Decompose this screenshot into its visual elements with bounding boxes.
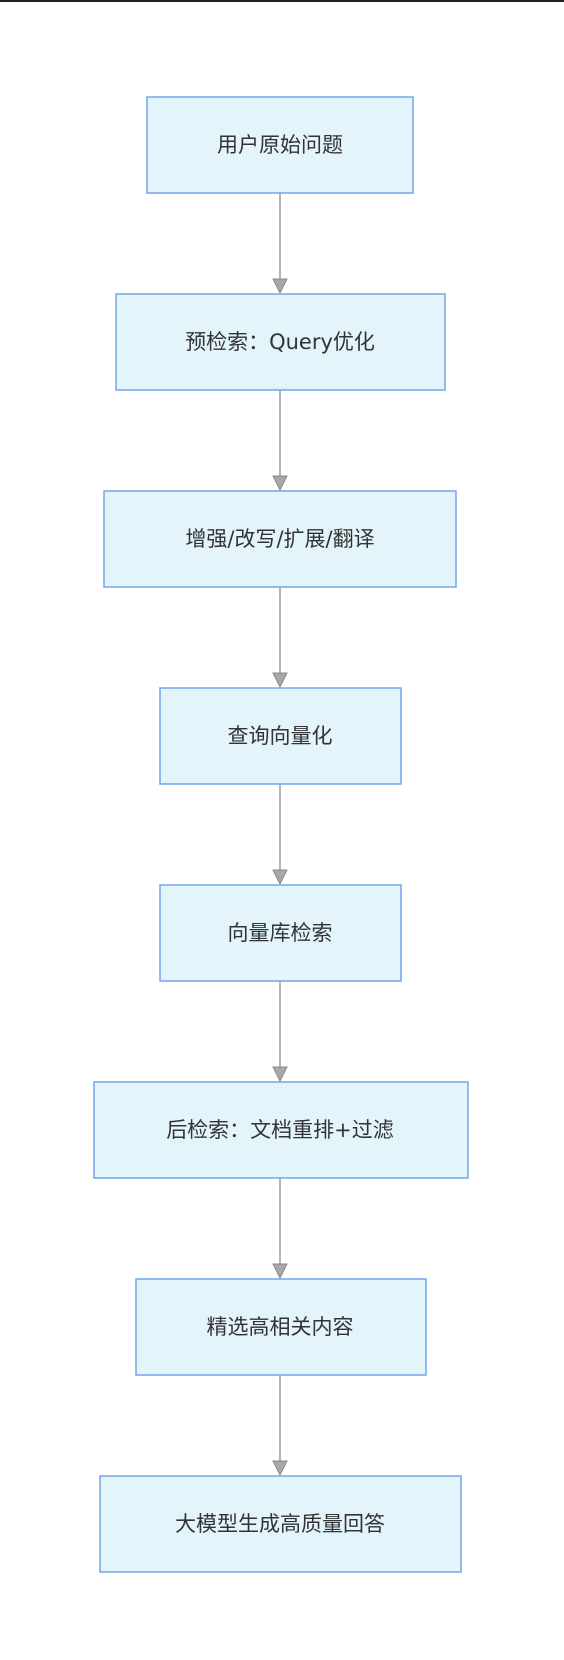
node-user-question[interactable]: 用户原始问题	[146, 96, 414, 194]
flow-nodes: 用户原始问题 预检索：Query优化 增强/改写/扩展/翻译 查询向量化 向量库…	[93, 96, 469, 1573]
edge-n3-n4	[272, 587, 288, 689]
node-label: 后检索：文档重排+过滤	[166, 1118, 394, 1142]
node-label: 精选高相关内容	[207, 1315, 354, 1339]
node-query-enhancement[interactable]: 增强/改写/扩展/翻译	[103, 490, 457, 588]
node-label: 大模型生成高质量回答	[175, 1512, 385, 1536]
flow-edges	[272, 193, 288, 1477]
node-post-retrieval[interactable]: 后检索：文档重排+过滤	[93, 1081, 469, 1179]
node-label: 预检索：Query优化	[185, 330, 375, 354]
edge-n6-n7	[272, 1178, 288, 1280]
node-label: 用户原始问题	[217, 133, 343, 157]
top-border	[0, 0, 564, 2]
node-vector-search[interactable]: 向量库检索	[159, 884, 402, 982]
edge-n7-n8	[272, 1375, 288, 1477]
node-label: 增强/改写/扩展/翻译	[185, 527, 374, 551]
edge-n2-n3	[272, 390, 288, 492]
edge-n5-n6	[272, 981, 288, 1083]
node-label: 向量库检索	[228, 921, 333, 945]
edge-n1-n2	[272, 193, 288, 295]
node-pre-retrieval[interactable]: 预检索：Query优化	[115, 293, 446, 391]
node-label: 查询向量化	[228, 724, 333, 748]
node-query-vectorization[interactable]: 查询向量化	[159, 687, 402, 785]
node-llm-answer[interactable]: 大模型生成高质量回答	[99, 1475, 462, 1573]
edge-n4-n5	[272, 784, 288, 886]
node-selected-content[interactable]: 精选高相关内容	[135, 1278, 427, 1376]
